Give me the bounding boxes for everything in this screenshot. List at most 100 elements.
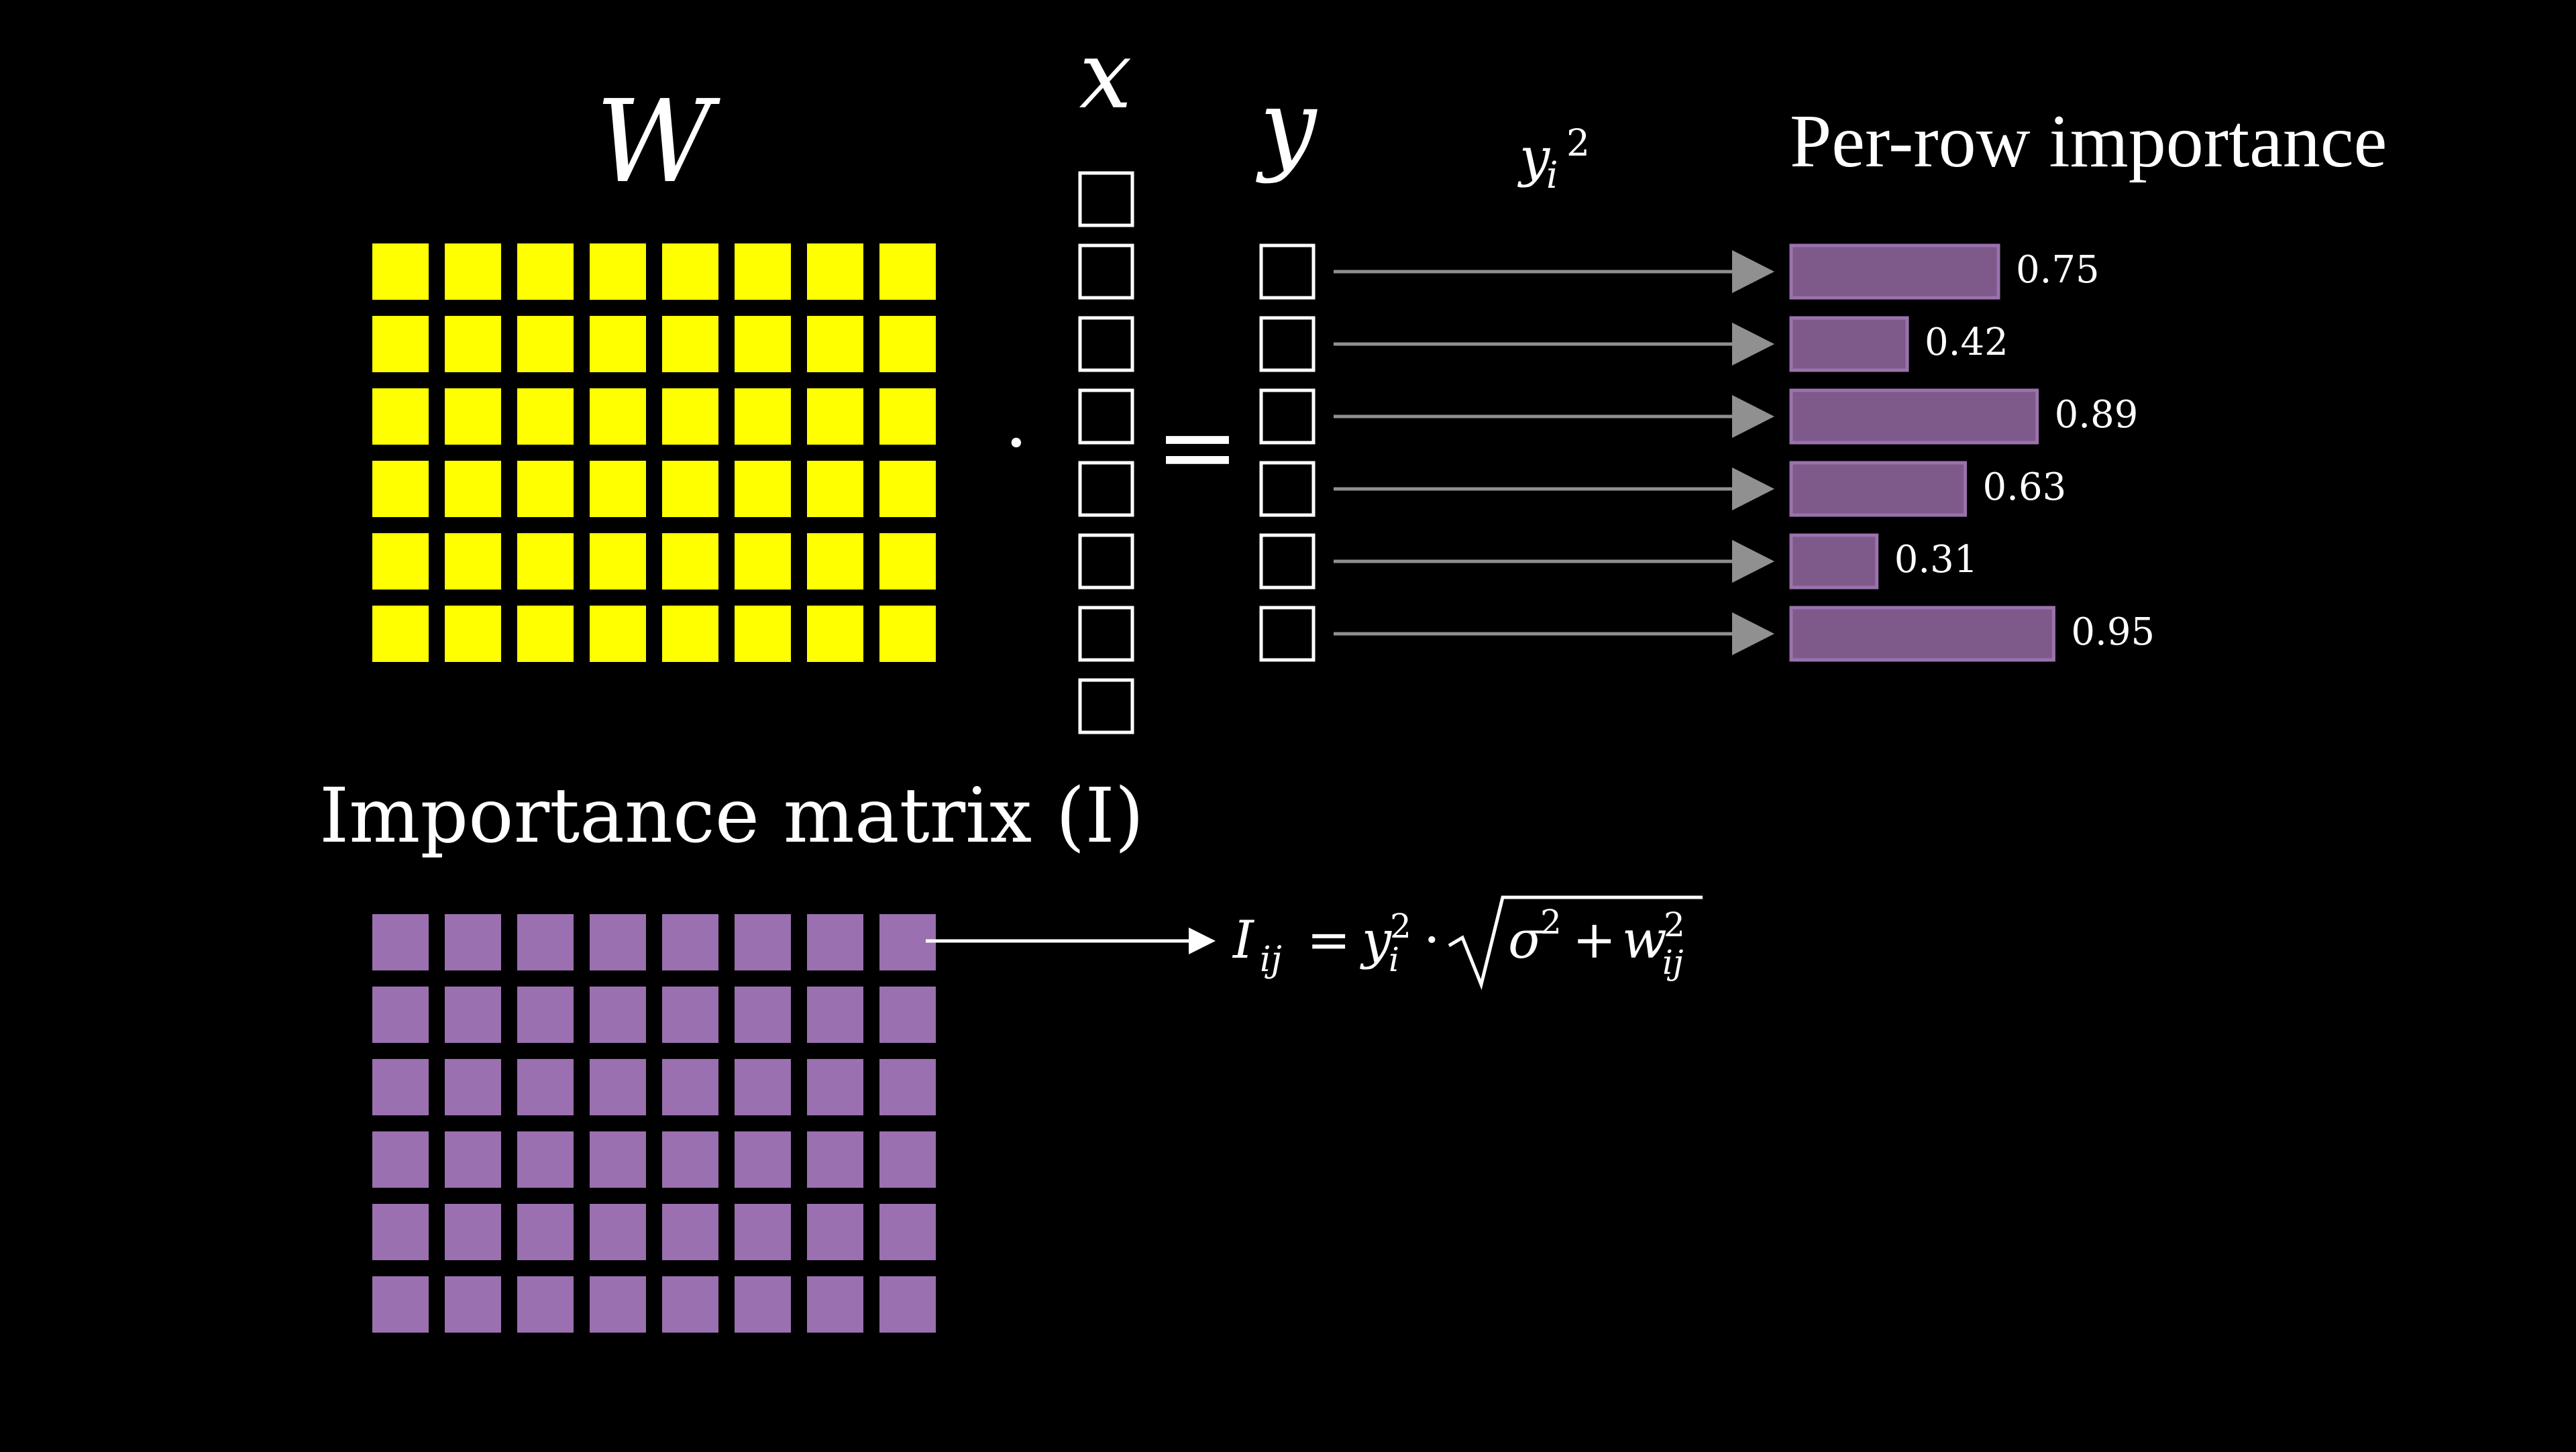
w-matrix-cell — [735, 606, 791, 662]
importance-matrix-cell — [807, 914, 863, 970]
importance-matrix-cell — [517, 1276, 574, 1333]
bar-value-label: 0.42 — [1925, 321, 2008, 364]
w-matrix-cell — [879, 316, 936, 372]
y-squared-label: y i 2 — [1517, 121, 1590, 197]
y-label: y — [1256, 68, 1318, 185]
w-matrix-cell — [662, 533, 718, 590]
y-squared-subscript: i — [1546, 154, 1558, 197]
x-vector-cell — [1078, 388, 1134, 445]
importance-matrix-cell — [590, 1059, 646, 1115]
importance-matrix-cell — [372, 1059, 429, 1115]
w-matrix-cell — [735, 533, 791, 590]
importance-bar — [1789, 316, 1909, 372]
w-matrix-cell — [807, 316, 863, 372]
per-row-title: Per-row importance — [1790, 100, 2387, 183]
formula-y: y — [1360, 910, 1392, 970]
importance-matrix-cell — [590, 1131, 646, 1188]
importance-matrix-cell — [445, 1276, 501, 1333]
importance-matrix-cell — [517, 1059, 574, 1115]
importance-matrix-cell — [807, 1131, 863, 1188]
importance-matrix-cell — [662, 987, 718, 1043]
importance-bar — [1789, 461, 1968, 517]
importance-matrix-cell — [445, 1204, 501, 1260]
importance-matrix-cell — [662, 1276, 718, 1333]
formula-w-superscript: 2 — [1664, 905, 1685, 944]
bar-value-label: 0.89 — [2055, 393, 2139, 437]
w-matrix-cell — [372, 533, 429, 590]
importance-matrix-cell — [590, 987, 646, 1043]
importance-matrix-cell — [662, 914, 718, 970]
w-matrix-cell — [879, 243, 936, 300]
w-matrix-cell — [879, 606, 936, 662]
importance-formula: I ij = y i 2 · σ 2 + w ij 2 — [1232, 895, 1703, 991]
importance-matrix-cell — [590, 1276, 646, 1333]
y-vector-cell — [1259, 316, 1316, 372]
w-matrix-cell — [445, 533, 501, 590]
importance-matrix-cell — [735, 914, 791, 970]
w-matrix-cell — [445, 606, 501, 662]
importance-matrix-cell — [879, 1276, 936, 1333]
formula-lhs: I — [1232, 910, 1255, 970]
importance-matrix-cell — [590, 1204, 646, 1260]
importance-bar — [1789, 606, 2055, 662]
formula-dot: · — [1424, 910, 1440, 970]
importance-matrix-cell — [517, 1204, 574, 1260]
w-matrix-cell — [372, 461, 429, 517]
formula-y-subscript: i — [1389, 940, 1399, 979]
importance-matrix-cell — [445, 987, 501, 1043]
w-matrix-cell — [445, 388, 501, 445]
w-matrix-cell — [807, 533, 863, 590]
y-vector-cell — [1259, 243, 1316, 300]
importance-matrix-cell — [445, 1131, 501, 1188]
y-vector-cell — [1259, 461, 1316, 517]
x-vector-cell — [1078, 533, 1134, 590]
formula-plus: + — [1572, 910, 1616, 970]
w-matrix-cell — [590, 606, 646, 662]
row-arrow-head — [1732, 540, 1774, 583]
w-matrix-cell — [662, 243, 718, 300]
w-matrix-cell — [735, 316, 791, 372]
x-vector-cell — [1078, 678, 1134, 734]
importance-bar — [1789, 533, 1879, 590]
dot-operator: · — [1005, 400, 1028, 486]
importance-matrix-cell — [735, 987, 791, 1043]
w-matrix-cell — [735, 388, 791, 445]
w-matrix-cell — [590, 388, 646, 445]
y-vector-cell — [1259, 388, 1316, 445]
importance-matrix-cell — [807, 1059, 863, 1115]
y-vector-cell — [1259, 606, 1316, 662]
importance-matrix-cell — [807, 987, 863, 1043]
importance-matrix-cell — [879, 1131, 936, 1188]
formula-w-subscript: ij — [1662, 943, 1684, 982]
formula-w: w — [1622, 910, 1667, 970]
w-matrix-cell — [372, 388, 429, 445]
equals-sign: = — [1155, 389, 1240, 506]
w-matrix-cell — [735, 461, 791, 517]
w-matrix-cell — [372, 606, 429, 662]
importance-matrix-title: Importance matrix (I) — [319, 773, 1144, 860]
importance-matrix-cell — [372, 1131, 429, 1188]
w-matrix-cell — [590, 533, 646, 590]
w-matrix-cell — [807, 243, 863, 300]
importance-matrix-cell — [879, 1204, 936, 1260]
w-matrix-cell — [662, 461, 718, 517]
per-row-bars: 0.750.420.890.630.310.95 — [1789, 243, 2155, 662]
importance-matrix-cell — [445, 1059, 501, 1115]
w-matrix-cell — [662, 316, 718, 372]
w-matrix-cell — [517, 533, 574, 590]
x-vector-cell — [1078, 171, 1134, 227]
w-matrix-cell — [372, 243, 429, 300]
importance-matrix-cell — [807, 1276, 863, 1333]
row-arrow-head — [1732, 467, 1774, 510]
importance-matrix-cell — [735, 1131, 791, 1188]
w-matrix-cell — [445, 316, 501, 372]
importance-matrix-cell — [445, 914, 501, 970]
bar-value-label: 0.95 — [2071, 610, 2155, 654]
w-matrix-cell — [372, 316, 429, 372]
w-matrix-cell — [517, 316, 574, 372]
importance-matrix-cell — [735, 1276, 791, 1333]
w-matrix-cell — [807, 461, 863, 517]
x-vector-cell — [1078, 243, 1134, 300]
